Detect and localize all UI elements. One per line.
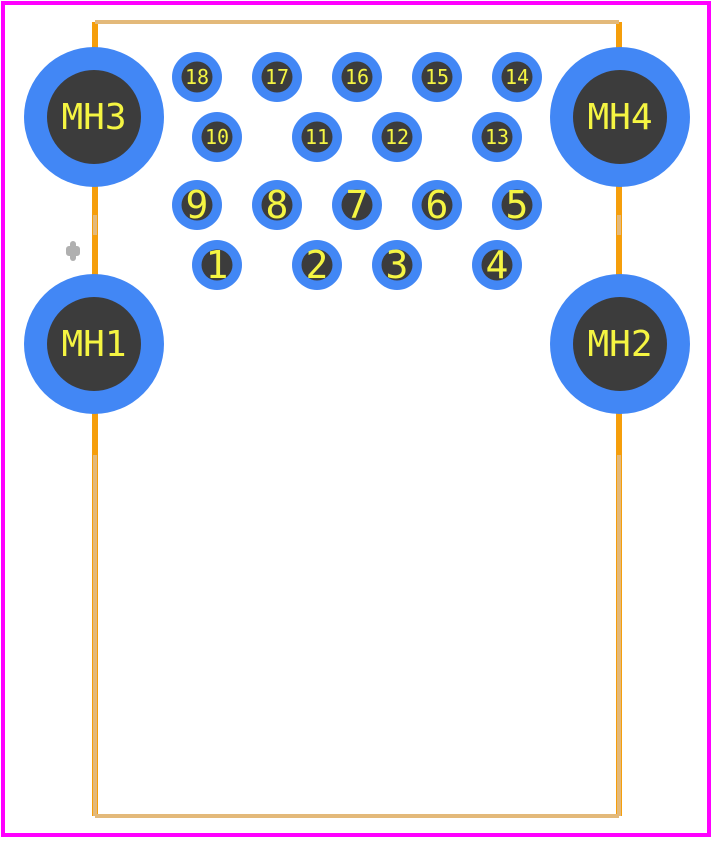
pin-drill bbox=[481, 249, 513, 281]
pin-16: 16 bbox=[332, 52, 382, 102]
pin-3: 3 bbox=[372, 240, 422, 290]
pin-drill bbox=[301, 121, 333, 153]
pin-drill bbox=[201, 121, 233, 153]
pin-drill bbox=[381, 121, 413, 153]
pin-label: 18 bbox=[185, 65, 209, 89]
mounting-hole-mh3: MH3 bbox=[24, 47, 164, 187]
pin-label: 13 bbox=[485, 125, 509, 149]
pin-label: 11 bbox=[305, 125, 329, 149]
pin-label: 7 bbox=[346, 183, 369, 227]
pin-7: 7 bbox=[332, 180, 382, 230]
mounting-hole-label: MH3 bbox=[61, 97, 126, 138]
mounting-hole-mh4: MH4 bbox=[550, 47, 690, 187]
pin-drill bbox=[381, 249, 413, 281]
pin-13: 13 bbox=[472, 112, 522, 162]
pin-12: 12 bbox=[372, 112, 422, 162]
silkscreen-outline bbox=[93, 20, 621, 818]
pin-drill bbox=[261, 61, 293, 93]
mounting-hole-label: MH4 bbox=[587, 97, 652, 138]
pin-drill bbox=[481, 121, 513, 153]
pin-drill bbox=[181, 189, 213, 221]
pin-label: 2 bbox=[306, 243, 329, 287]
pin-6: 6 bbox=[412, 180, 462, 230]
pin-drill bbox=[201, 249, 233, 281]
pin-label: 16 bbox=[345, 65, 369, 89]
pin-label: 4 bbox=[486, 243, 509, 287]
pin-drill bbox=[501, 189, 533, 221]
pin-label: 8 bbox=[266, 183, 289, 227]
pin-14: 14 bbox=[492, 52, 542, 102]
pin-label: 14 bbox=[505, 65, 529, 89]
pin-15: 15 bbox=[412, 52, 462, 102]
pin-label: 1 bbox=[206, 243, 229, 287]
pin-5: 5 bbox=[492, 180, 542, 230]
pin-drill bbox=[421, 61, 453, 93]
pin-4: 4 bbox=[472, 240, 522, 290]
pin-label: 15 bbox=[425, 65, 449, 89]
pin-2: 2 bbox=[292, 240, 342, 290]
pin-drill bbox=[421, 189, 453, 221]
origin-marker bbox=[66, 241, 80, 261]
mounting-hole-label: MH1 bbox=[61, 324, 126, 365]
pin-drill bbox=[501, 61, 533, 93]
pin-18: 18 bbox=[172, 52, 222, 102]
pin-label: 12 bbox=[385, 125, 409, 149]
assembly-outline bbox=[92, 22, 622, 816]
pin-label: 5 bbox=[506, 183, 529, 227]
pin-label: 6 bbox=[426, 183, 449, 227]
mounting-hole-label: MH2 bbox=[587, 324, 652, 365]
pin-11: 11 bbox=[292, 112, 342, 162]
pin-8: 8 bbox=[252, 180, 302, 230]
pin-label: 17 bbox=[265, 65, 289, 89]
pin-1: 1 bbox=[192, 240, 242, 290]
pin-17: 17 bbox=[252, 52, 302, 102]
pin-label: 3 bbox=[386, 243, 409, 287]
mounting-hole-mh2: MH2 bbox=[550, 274, 690, 414]
pin-drill bbox=[341, 189, 373, 221]
pin-drill bbox=[261, 189, 293, 221]
mounting-hole-mh1: MH1 bbox=[24, 274, 164, 414]
pin-drill bbox=[181, 61, 213, 93]
pin-10: 10 bbox=[192, 112, 242, 162]
pin-label: 10 bbox=[205, 125, 229, 149]
mounting-hole-drill bbox=[573, 297, 667, 391]
mounting-hole-drill bbox=[47, 297, 141, 391]
pin-label: 9 bbox=[186, 183, 209, 227]
pin-drill bbox=[341, 61, 373, 93]
mounting-hole-drill bbox=[47, 70, 141, 164]
pin-drill bbox=[301, 249, 333, 281]
mounting-hole-drill bbox=[573, 70, 667, 164]
pin-9: 9 bbox=[172, 180, 222, 230]
